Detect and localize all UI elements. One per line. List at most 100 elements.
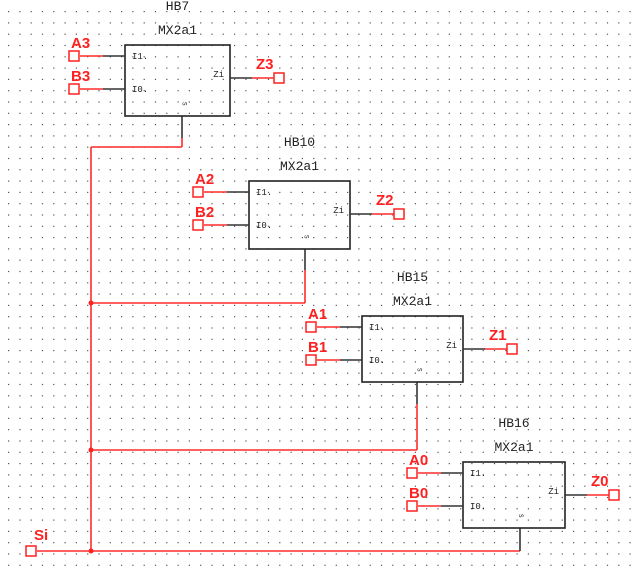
grid-dot bbox=[177, 33, 179, 35]
grid-dot bbox=[98, 383, 100, 386]
output-port[interactable] bbox=[393, 208, 405, 220]
input-a-port[interactable] bbox=[192, 186, 204, 198]
grid-dot bbox=[256, 496, 258, 499]
grid-dot bbox=[414, 237, 416, 239]
grid-dot bbox=[211, 259, 213, 261]
grid-dot bbox=[234, 293, 236, 295]
grid-dot bbox=[369, 350, 371, 352]
grid-dot bbox=[200, 440, 202, 442]
grid-dot bbox=[437, 429, 439, 431]
mux-body[interactable] bbox=[248, 180, 351, 250]
input-a-port[interactable] bbox=[406, 467, 418, 479]
grid-dot bbox=[403, 44, 405, 47]
grid-dot bbox=[516, 530, 518, 532]
output-port[interactable] bbox=[608, 489, 620, 501]
pin-zi-label: Zi bbox=[446, 341, 457, 351]
grid-dot bbox=[380, 440, 383, 442]
grid-dot bbox=[493, 135, 496, 137]
grid-dot bbox=[482, 56, 484, 58]
input-a-port[interactable] bbox=[68, 50, 80, 62]
si-input-port[interactable] bbox=[25, 545, 37, 557]
grid-dot bbox=[471, 146, 473, 148]
grid-dot bbox=[561, 101, 563, 103]
grid-dot bbox=[87, 553, 89, 555]
grid-dot bbox=[595, 553, 597, 555]
grid-dot bbox=[595, 350, 597, 352]
grid-dot bbox=[166, 11, 168, 13]
grid-dot bbox=[177, 451, 179, 453]
grid-dot bbox=[177, 519, 179, 521]
grid-dot bbox=[595, 124, 597, 126]
grid-dot bbox=[550, 383, 552, 386]
grid-dot bbox=[121, 293, 123, 295]
grid-dot bbox=[550, 259, 552, 261]
input-b-port[interactable] bbox=[305, 354, 317, 366]
input-b-port[interactable] bbox=[192, 219, 204, 231]
grid-dot bbox=[437, 564, 439, 566]
grid-dot bbox=[109, 542, 111, 544]
grid-dot bbox=[245, 361, 247, 363]
grid-dot bbox=[279, 350, 281, 352]
input-b-port[interactable] bbox=[406, 500, 418, 512]
grid-dot bbox=[539, 338, 541, 340]
grid-dot bbox=[154, 124, 157, 126]
grid-dot bbox=[53, 282, 55, 284]
grid-dot bbox=[392, 440, 394, 442]
select-net[interactable]: Si bbox=[25, 116, 521, 557]
grid-dot bbox=[448, 327, 450, 329]
grid-dot bbox=[505, 372, 507, 374]
grid-dot bbox=[154, 135, 157, 137]
grid-dot bbox=[380, 135, 383, 137]
grid-dot bbox=[8, 259, 10, 261]
output-port[interactable] bbox=[506, 343, 518, 355]
grid-dot bbox=[573, 361, 575, 363]
grid-dot bbox=[595, 383, 597, 386]
grid-dot bbox=[19, 191, 21, 193]
grid-dot bbox=[279, 90, 281, 92]
grid-dot bbox=[471, 519, 473, 521]
grid-dot bbox=[358, 542, 360, 544]
grid-dot bbox=[606, 90, 609, 92]
grid-dot bbox=[505, 395, 507, 397]
grid-dot bbox=[358, 429, 360, 431]
grid-dot bbox=[403, 519, 405, 521]
grid-dot bbox=[539, 406, 541, 408]
grid-dot bbox=[75, 293, 77, 295]
mux-body[interactable] bbox=[124, 44, 231, 117]
grid-dot bbox=[30, 101, 32, 103]
grid-dot bbox=[482, 316, 484, 318]
grid-dot bbox=[482, 44, 484, 47]
grid-dot bbox=[584, 361, 586, 363]
input-a-net-label: A0 bbox=[409, 452, 428, 469]
grid-dot bbox=[290, 259, 292, 261]
grid-dot bbox=[166, 316, 168, 318]
output-port[interactable] bbox=[273, 72, 285, 84]
input-a-port[interactable] bbox=[305, 321, 317, 333]
grid-dot bbox=[313, 78, 315, 80]
grid-dot bbox=[493, 191, 496, 193]
grid-dot bbox=[301, 22, 303, 24]
grid-dot bbox=[437, 496, 439, 499]
input-b-port[interactable] bbox=[68, 83, 80, 95]
grid-dot bbox=[437, 451, 439, 453]
grid-dot bbox=[87, 338, 89, 340]
grid-dot bbox=[516, 78, 518, 80]
grid-dot bbox=[64, 530, 66, 532]
grid-dot bbox=[53, 542, 55, 544]
grid-dot bbox=[200, 157, 202, 160]
grid-dot bbox=[245, 463, 247, 465]
grid-dot bbox=[550, 542, 552, 544]
grid-dot bbox=[324, 169, 326, 171]
grid-dot bbox=[87, 214, 89, 216]
grid-dot bbox=[573, 327, 575, 329]
grid-dot bbox=[358, 372, 360, 374]
grid-dot bbox=[369, 112, 371, 114]
grid-dot bbox=[188, 282, 190, 284]
grid-dot bbox=[301, 270, 303, 273]
grid-dot bbox=[267, 361, 270, 363]
